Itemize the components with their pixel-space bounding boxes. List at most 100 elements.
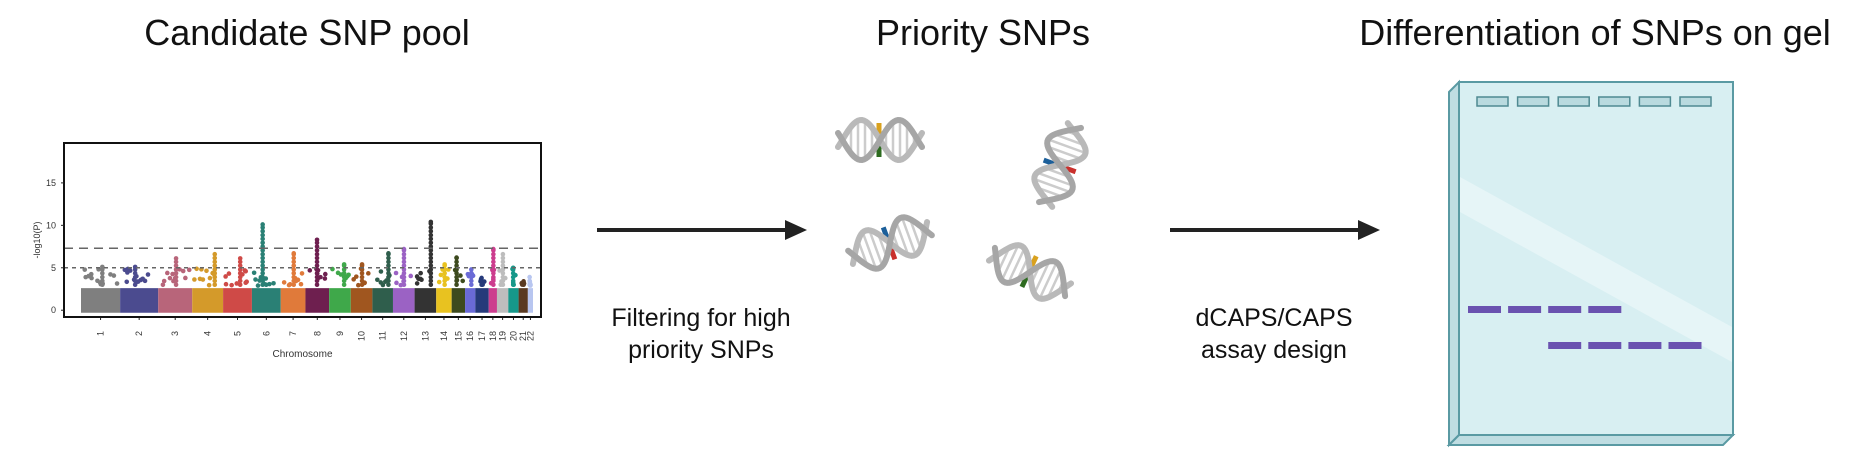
snp-point <box>454 278 459 284</box>
snp-point <box>438 272 444 278</box>
snp-point <box>454 282 459 288</box>
snp-point <box>322 271 328 277</box>
x-tick-label: 4 <box>203 331 213 336</box>
snp-point <box>414 281 420 286</box>
snp-point <box>161 278 167 284</box>
snp-point <box>291 270 297 276</box>
snp-point <box>428 270 434 276</box>
snp-point <box>428 232 434 238</box>
snp-point <box>100 270 105 276</box>
dna-helix-icon <box>845 214 935 272</box>
arrow-filter <box>597 220 807 240</box>
x-tick-label: 17 <box>477 331 487 341</box>
snp-point <box>341 282 347 288</box>
snp-point <box>223 274 228 279</box>
snp-point-peak <box>260 222 265 227</box>
snp-point-peak <box>442 262 447 267</box>
snp-point-peak <box>500 251 506 257</box>
snp-point <box>401 282 407 288</box>
gel-electrophoresis <box>1446 79 1736 448</box>
snp-point <box>428 240 434 246</box>
chromosome-block <box>305 288 330 313</box>
dna-helix-icon <box>985 242 1075 302</box>
snp-point <box>260 270 265 276</box>
gel-bottom <box>1446 434 1736 446</box>
dna-icons <box>835 117 1089 302</box>
snp-point <box>510 274 516 280</box>
step-label-line: priority SNPs <box>628 336 774 364</box>
snp-point <box>346 272 351 278</box>
snp-point <box>186 267 192 273</box>
chromosome-block <box>475 288 489 313</box>
snp-point <box>260 267 265 272</box>
snp-point <box>500 270 506 276</box>
snp-point <box>414 274 420 279</box>
snp-point <box>314 263 320 268</box>
snp-point <box>418 270 423 276</box>
snp-point <box>173 278 179 284</box>
snp-point <box>442 274 447 280</box>
snp-point <box>212 274 218 280</box>
dna-base-pair <box>895 224 909 254</box>
snp-point <box>469 282 474 288</box>
snp-point <box>299 271 305 276</box>
snp-point-peak <box>491 246 496 252</box>
snp-point <box>243 280 249 286</box>
snp-point <box>226 271 232 276</box>
dna-band <box>1508 306 1542 313</box>
snp-point-peak <box>401 246 407 252</box>
snp-point <box>401 270 407 276</box>
snp-point <box>491 251 496 257</box>
snp-point <box>401 278 407 284</box>
snp-point <box>307 268 313 273</box>
snp-point <box>314 274 320 280</box>
y-tick-label: 5 <box>51 263 56 273</box>
snp-point <box>378 269 384 274</box>
snp-point <box>206 282 212 288</box>
x-tick-label: 22 <box>525 331 535 341</box>
snp-point <box>122 267 128 273</box>
snp-point <box>428 274 434 280</box>
x-tick-label: 11 <box>378 331 388 340</box>
snp-point <box>353 274 359 279</box>
x-tick-label: 1 <box>96 331 106 336</box>
dna-base-pair <box>1008 250 1025 281</box>
snp-point <box>386 259 391 265</box>
dna-base-pair <box>1046 167 1068 178</box>
title-priority-snps: Priority SNPs <box>875 12 1091 53</box>
chromosome-block <box>192 288 224 313</box>
snp-point <box>260 255 265 261</box>
dna-base-pair <box>1001 247 1019 279</box>
snp-point <box>428 255 434 261</box>
chromosome-block <box>223 288 252 313</box>
snp-point <box>173 274 179 280</box>
snp-point <box>428 263 434 268</box>
snp-point <box>100 278 105 284</box>
x-tick-label: 12 <box>399 331 409 341</box>
snp-point-peak <box>359 262 365 267</box>
snp-point <box>223 281 229 287</box>
snp-point <box>521 282 526 288</box>
snp-point <box>132 270 138 276</box>
dna-base-pair <box>877 235 888 257</box>
snp-point <box>428 278 434 284</box>
snp-point <box>243 268 249 274</box>
snp-point <box>386 278 391 284</box>
snp-point <box>314 248 320 253</box>
snp-point-peak <box>173 256 179 261</box>
snp-point <box>428 236 434 242</box>
snp-point <box>491 282 496 288</box>
snp-point <box>401 251 407 257</box>
snp-point <box>291 259 297 265</box>
arrow-assay <box>1170 220 1380 240</box>
snp-point <box>454 270 459 276</box>
snp-point <box>491 255 496 261</box>
snp-point <box>436 279 442 285</box>
chromosome-block <box>496 288 509 313</box>
snp-point <box>132 274 138 280</box>
snp-point <box>132 278 138 284</box>
gel-well <box>1476 96 1509 107</box>
title-candidate-snp-pool: Candidate SNP pool <box>144 12 470 53</box>
chromosome-block <box>280 288 306 313</box>
